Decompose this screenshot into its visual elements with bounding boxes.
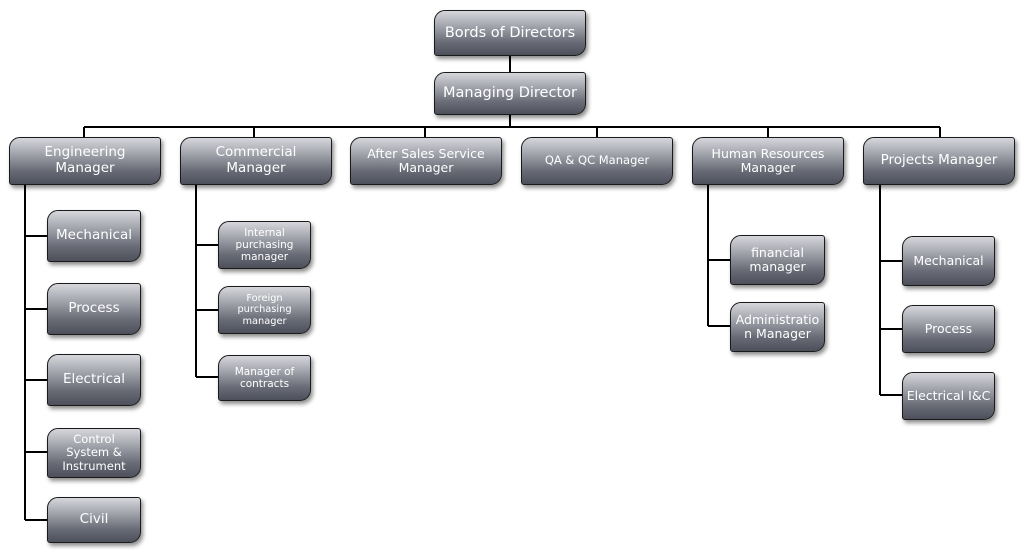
node-engineering-civil: Civil — [47, 497, 141, 543]
node-projects-mechanical: Mechanical — [902, 236, 995, 286]
node-projects-manager: Projects Manager — [863, 137, 1015, 185]
node-label: Electrical I&C — [906, 387, 991, 403]
node-board-of-directors: Bords of Directors — [434, 10, 586, 56]
node-engineering-manager: Engineering Manager — [9, 137, 161, 185]
node-managing-director: Managing Director — [434, 72, 586, 115]
node-label: Foreign purchasing manager — [237, 293, 292, 327]
node-after-sales-service-manager: After Sales Service Manager — [350, 137, 502, 185]
node-manager-of-contracts: Manager of contracts — [218, 355, 311, 401]
node-commercial-manager: Commercial Manager — [180, 137, 332, 185]
node-engineering-electrical: Electrical — [47, 354, 141, 406]
node-engineering-process: Process — [47, 283, 141, 335]
node-human-resources-manager: Human Resources Manager — [692, 137, 844, 185]
node-label: Human Resources Manager — [711, 145, 825, 175]
node-internal-purchasing-manager: Internal purchasing manager — [218, 221, 311, 269]
node-label: Engineering Manager — [44, 144, 126, 176]
node-qa-qc-manager: QA & QC Manager — [521, 137, 673, 185]
node-projects-electrical: Electrical I&C — [902, 372, 995, 420]
node-label: Process — [924, 320, 973, 336]
node-label: Administratio n Manager — [735, 311, 820, 341]
node-label: Bords of Directors — [444, 24, 576, 41]
node-label: Mechanical — [56, 227, 132, 244]
node-financial-manager: financial manager — [730, 235, 825, 285]
node-label: Manager of contracts — [234, 365, 295, 390]
node-label: Electrical — [62, 371, 126, 388]
node-label: financial manager — [749, 244, 806, 274]
node-label: Control System & Instrument — [62, 432, 126, 473]
node-foreign-purchasing-manager: Foreign purchasing manager — [218, 286, 311, 334]
node-label: Managing Director — [443, 85, 577, 102]
node-projects-process: Process — [902, 305, 995, 353]
node-label: Civil — [79, 511, 109, 528]
node-label: Internal purchasing manager — [235, 226, 294, 264]
node-label: Mechanical — [913, 252, 984, 268]
node-engineering-control-system: Control System & Instrument — [47, 428, 141, 478]
node-label: QA & QC Manager — [544, 153, 650, 168]
node-label: After Sales Service Manager — [367, 145, 485, 175]
node-engineering-mechanical: Mechanical — [47, 210, 141, 262]
node-administration-manager: Administratio n Manager — [730, 302, 825, 352]
node-label: Commercial Manager — [215, 144, 297, 176]
node-label: Process — [68, 300, 120, 317]
node-label: Projects Manager — [880, 152, 998, 169]
